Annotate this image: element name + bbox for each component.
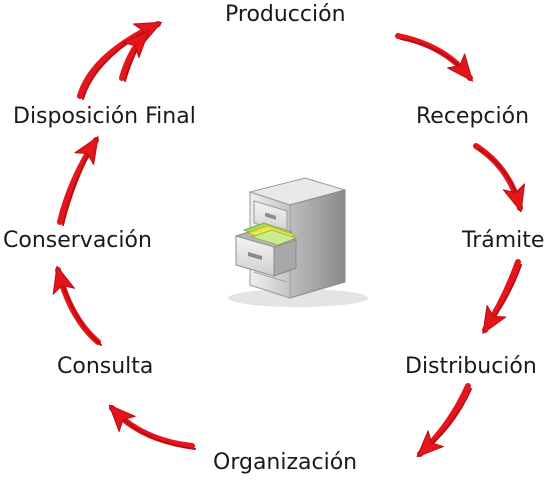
stage-label-consulta: Consulta [57, 354, 154, 379]
curved-arrow-icon [416, 383, 472, 458]
curved-arrow-icon [473, 143, 526, 213]
stage-label-distribucion: Distribución [405, 354, 537, 379]
stage-label-produccion: Producción [225, 2, 346, 27]
stage-label-organizacion: Organización [213, 450, 358, 475]
stage-label-conservacion: Conservación [3, 228, 152, 253]
curved-arrow-icon [482, 259, 522, 334]
curved-arrow-icon [119, 30, 150, 82]
stage-label-disposicion-final: Disposición Final [13, 104, 196, 129]
file-cabinet-icon [228, 177, 368, 307]
stage-label-recepcion: Recepción [416, 104, 530, 129]
curved-arrow-icon [52, 265, 102, 346]
curved-arrow-icon [395, 33, 474, 82]
curved-arrow-icon [57, 136, 99, 226]
curved-arrow-icon [77, 21, 163, 100]
curved-arrow-icon [108, 404, 196, 450]
stage-label-tramite: Trámite [462, 228, 545, 253]
